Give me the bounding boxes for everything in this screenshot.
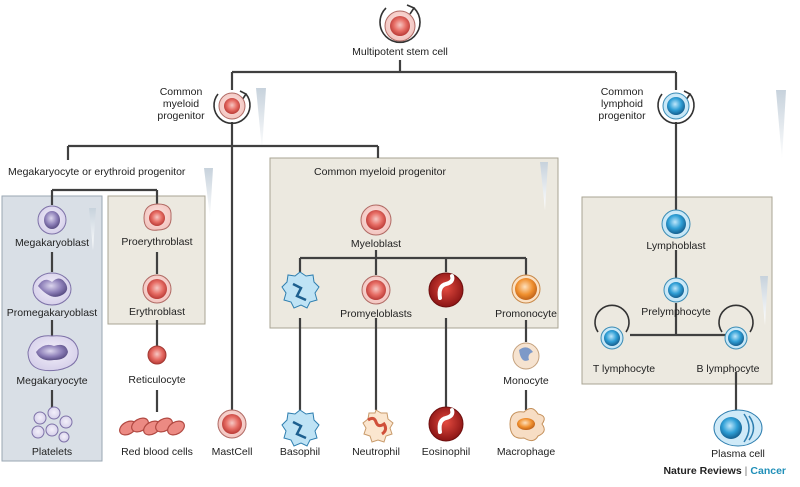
common-myeloid-progenitor-box-label: Common myeloid progenitor (314, 166, 446, 178)
prelymphocyte-graphic (663, 277, 689, 303)
promegakaryoblast-graphic (32, 272, 72, 306)
red-blood-cells-graphic (119, 417, 185, 436)
myeloblast-graphic (360, 204, 392, 236)
publisher-name: Nature Reviews (663, 465, 742, 477)
neutrophil-label: Neutrophil (352, 446, 400, 458)
reticulocyte-graphic (147, 345, 167, 365)
common-lymphoid-progenitor-graphic (662, 92, 690, 120)
promyeloblasts-label: Promyeloblasts (340, 308, 412, 320)
eosinophil-label: Eosinophil (421, 446, 471, 458)
b-lymphocyte-label: B lymphocyte (696, 363, 760, 375)
mast-cell-label: MastCell (211, 446, 253, 458)
platelets-label: Platelets (31, 446, 73, 458)
megakaryocyte-graphic (27, 335, 79, 372)
macrophage-label: Macrophage (496, 446, 556, 458)
progression-wedges (89, 88, 786, 325)
megakaryoblast-graphic (37, 205, 67, 235)
promyeloblast-graphic (361, 275, 391, 305)
promonocyte-label: Promonocyte (495, 308, 557, 320)
proerythroblast-graphic (143, 203, 172, 231)
erythroblast-label: Erythroblast (128, 306, 186, 318)
journal-name: Cancer (750, 465, 786, 477)
promegakaryoblast-label: Promegakaryoblast (6, 307, 98, 319)
basophil-label: Basophil (279, 446, 321, 458)
monocyte-graphic (512, 342, 540, 370)
b-lymphocyte-graphic (724, 326, 748, 350)
lymphoblast-label: Lymphoblast (646, 240, 706, 252)
self-renewal-arrows (213, 4, 754, 333)
monocyte-label: Monocyte (503, 375, 549, 387)
eosinophil-graphic (428, 406, 464, 442)
proerythroblast-label: Proerythroblast (121, 236, 193, 248)
common-myeloid-progenitor-graphic (218, 92, 246, 120)
reticulocyte-label: Reticulocyte (128, 374, 186, 386)
lineage-connectors (50, 60, 738, 412)
megakaryoblast-label: Megakaryoblast (14, 237, 90, 249)
basophil-progenitor-graphic (281, 271, 320, 309)
platelets-graphic (31, 406, 73, 443)
t-lymphocyte-graphic (600, 326, 624, 350)
plasma-cell-graphic (713, 409, 763, 447)
common-myeloid-progenitor-panel (269, 157, 559, 329)
erythroblast-graphic (142, 274, 172, 304)
eosinophil-progenitor-graphic (428, 272, 464, 308)
megakaryocyte-label: Megakaryocyte (16, 375, 88, 387)
myeloblast-label: Myeloblast (350, 238, 402, 250)
lymphoblast-graphic (661, 209, 691, 239)
prelymphocyte-label: Prelymphocyte (641, 306, 711, 318)
multipotent-stem-cell-graphic (384, 10, 416, 42)
t-lymphocyte-label: T lymphocyte (592, 363, 656, 375)
basophil-graphic (281, 409, 320, 447)
mast-cell-graphic (217, 409, 247, 439)
common-myeloid-progenitor-label: Common myeloid progenitor (157, 86, 205, 122)
neutrophil-graphic (362, 409, 394, 443)
common-lymphoid-progenitor-label: Common lymphoid progenitor (598, 86, 646, 122)
red-blood-cells-label: Red blood cells (121, 446, 193, 458)
plasma-cell-label: Plasma cell (711, 448, 765, 460)
credit-separator: | (744, 465, 748, 477)
journal-credit: Nature Reviews|Cancer (663, 465, 786, 477)
stem-cell-label: Multipotent stem cell (352, 46, 448, 58)
macrophage-graphic (509, 408, 545, 442)
promonocyte-graphic (511, 274, 541, 304)
megakaryocyte-erythroid-progenitor-label: Megakaryocyte or erythroid progenitor (8, 166, 186, 178)
